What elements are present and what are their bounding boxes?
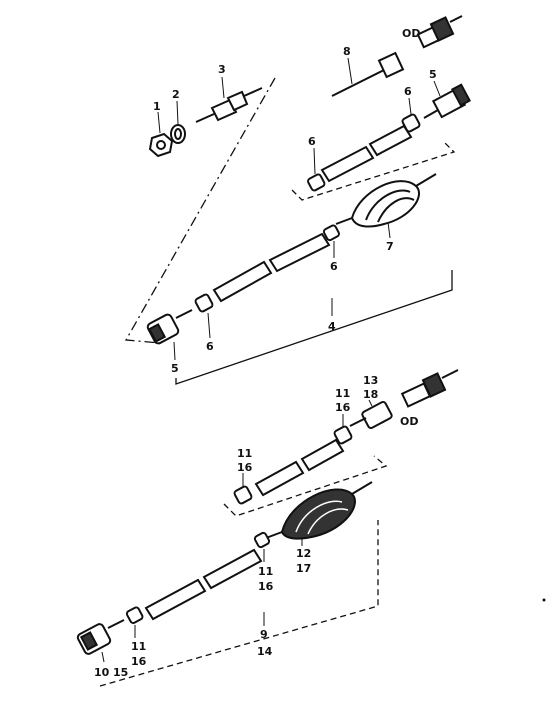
connector-part-3: [195, 87, 263, 123]
callout-18: 18: [363, 388, 378, 401]
bracket-group-4: [175, 270, 453, 385]
bracket-lower-bulb: [223, 455, 388, 517]
quick-connector-lower: [400, 369, 459, 408]
callout-11-top: 11: [335, 387, 350, 400]
callout-5-lower: 5: [171, 362, 179, 375]
washer-part-2: [170, 124, 186, 144]
od-label-top: OD: [402, 27, 420, 40]
clamp-part-11-16-lower: [125, 606, 144, 624]
callout-16-lower: 16: [131, 655, 147, 668]
callout-9: 9: [260, 628, 268, 641]
callout-2: 2: [172, 88, 180, 101]
assembly-chain-line-upper: [124, 77, 276, 344]
od-label-mid: OD: [400, 415, 418, 428]
hose-lower-long: [144, 548, 263, 621]
clamp-part-11-16-top: [333, 425, 353, 445]
callout-11-lower: 11: [131, 640, 146, 653]
callout-5-upper: 5: [429, 68, 437, 81]
hose-lower-short: [254, 438, 345, 497]
callout-6-top: 6: [404, 85, 412, 98]
callout-6-mid: 6: [330, 260, 338, 273]
speck-dot: [542, 598, 546, 602]
callout-16-left: 16: [237, 461, 253, 474]
clamp-part-6-left: [307, 173, 326, 192]
callout-17: 17: [296, 562, 311, 575]
clamp-part-6-mid: [322, 224, 340, 242]
callout-14: 14: [257, 645, 273, 658]
fitting-part-5-lower: [146, 309, 193, 345]
fitting-part-13-18: [349, 401, 393, 429]
primer-bulb-part-12-17: [265, 481, 373, 540]
nut-part-1: [148, 132, 174, 158]
hose-upper-short: [320, 124, 413, 183]
quick-connector-top: [416, 15, 463, 49]
clamp-part-11-16-mid: [253, 531, 271, 549]
callout-8: 8: [343, 45, 351, 58]
callout-11-mid: 11: [258, 565, 273, 578]
callout-11-left: 11: [237, 447, 252, 460]
callout-10: 10: [94, 666, 110, 679]
primer-bulb-part-7: [335, 173, 437, 228]
callout-15: 15: [113, 666, 128, 679]
callout-6-left: 6: [308, 135, 316, 148]
bolt-part-8: [331, 51, 405, 97]
callout-3: 3: [218, 63, 226, 76]
callout-1: 1: [153, 100, 161, 113]
clamp-part-11-16-left: [233, 485, 253, 505]
clamp-part-6-lower: [194, 293, 214, 313]
bracket-upper-bulb: [291, 141, 456, 201]
callout-16-top: 16: [335, 401, 351, 414]
callout-7: 7: [386, 240, 394, 253]
hose-upper-long: [212, 232, 331, 303]
callout-12: 12: [296, 547, 311, 560]
callout-4: 4: [328, 320, 336, 333]
callout-13: 13: [363, 374, 378, 387]
callout-6-lower: 6: [206, 340, 214, 353]
callout-16-mid: 16: [258, 580, 274, 593]
fitting-part-10-15: [76, 619, 125, 655]
fitting-part-5-upper: [423, 83, 471, 119]
